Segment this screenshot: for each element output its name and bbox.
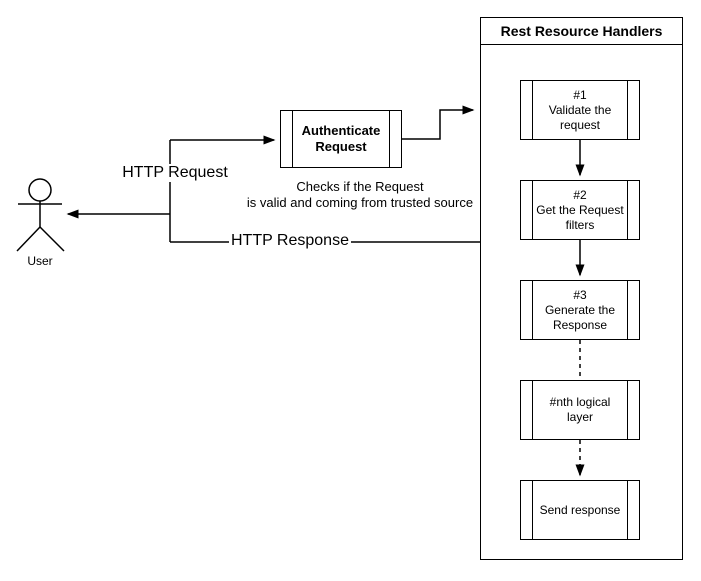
step-label: #nth logical layer [549, 395, 611, 424]
step-label: Send response [539, 502, 621, 517]
authenticate-note-text: Checks if the Request is valid and comin… [246, 179, 474, 210]
rest-resource-handlers-container: Rest Resource Handlers [480, 17, 683, 560]
authenticate-request-box: Authenticate Request [280, 110, 402, 168]
actor-left-leg [16, 226, 41, 252]
step-label: #3 Generate the Response [544, 287, 616, 332]
step-send-response-box: Send response [520, 480, 640, 540]
step-label: #2 Get the Request filters [536, 187, 624, 232]
actor-right-leg [39, 226, 65, 252]
step-nth-logical-layer-box: #nth logical layer [520, 380, 640, 440]
step-validate-request-box: #1 Validate the request [520, 80, 640, 140]
step-generate-response-box: #3 Generate the Response [520, 280, 640, 340]
actor-head [28, 178, 52, 202]
step-label: #1 Validate the request [548, 87, 612, 132]
step-get-request-filters-box: #2 Get the Request filters [520, 180, 640, 240]
container-title: Rest Resource Handlers [481, 18, 682, 45]
user-actor-label: User [27, 254, 53, 268]
auth-to-handlers-arrow [402, 105, 475, 140]
http-request-label: HTTP Request [115, 164, 235, 182]
user-actor [16, 178, 65, 252]
authenticate-request-label: Authenticate Request [301, 123, 381, 154]
http-response-label: HTTP Response [229, 232, 351, 250]
